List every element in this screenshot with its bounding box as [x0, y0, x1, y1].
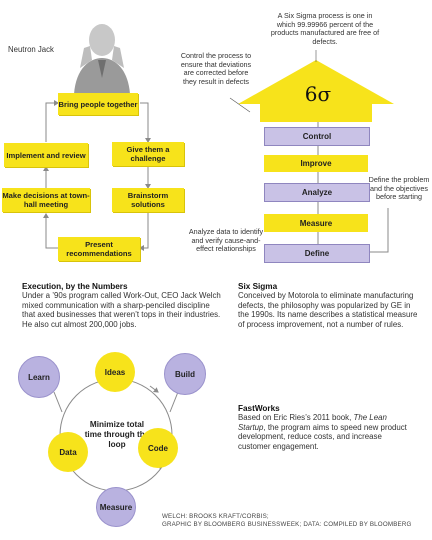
node-code: Code [138, 428, 178, 468]
note-control: Control the process to ensure that devia… [180, 51, 252, 86]
credit-photo: WELCH: BROOKS KRAFT/CORBIS; [162, 513, 269, 520]
ss-loop-right [368, 208, 389, 253]
six-sigma-symbol: 6σ [304, 82, 332, 106]
loop-arrow-bring-to-challenge [140, 102, 151, 143]
node-ideas: Ideas [95, 352, 135, 392]
step-measure: Measure [264, 214, 368, 232]
leader-control [229, 97, 251, 113]
step-define: Define [264, 244, 370, 263]
step-bring-people-together: Bring people together [58, 93, 138, 115]
step-improve: Improve [264, 155, 368, 172]
step-brainstorm-solutions: Brainstorm solutions [112, 188, 184, 212]
loop-arrow-present-to-decide [43, 213, 58, 249]
fastworks-body: Based on Eric Ries’s 2011 book, The Lean… [238, 413, 416, 451]
node-data: Data [48, 432, 88, 472]
loop-arrow-implement-to-bring [45, 100, 59, 142]
loop-arrow-brainstorm-to-present [139, 212, 149, 251]
execution-heading: Execution, by the Numbers [22, 282, 128, 291]
execution-block: Execution, by the Numbers Under a ’90s p… [22, 282, 222, 329]
step-give-them-a-challenge: Give them a challenge [112, 142, 184, 166]
fastworks-book-title: The Lean Startup [238, 413, 387, 432]
fastworks-center-label: Minimize total time through the loop [84, 420, 150, 449]
node-learn: Learn [18, 356, 60, 398]
note-analyze: Analyze data to identify and verify caus… [188, 227, 264, 254]
spoke-learn [53, 391, 63, 413]
sixsigma-heading: Six Sigma [238, 282, 278, 291]
fastworks-block: FastWorks Based on Eric Ries’s 2011 book… [238, 404, 416, 451]
note-six-sigma-definition: A Six Sigma process is one in which 99.9… [270, 11, 380, 46]
fastworks-arrow-1 [149, 385, 159, 393]
jack-welch-photo [70, 16, 134, 94]
execution-body: Under a ’90s program called Work-Out, CE… [22, 291, 221, 329]
credits: WELCH: BROOKS KRAFT/CORBIS; GRAPHIC BY B… [162, 513, 428, 528]
step-control: Control [264, 127, 370, 146]
node-build: Build [164, 353, 206, 395]
step-analyze: Analyze [264, 183, 370, 202]
sixsigma-body: Conceived by Motorola to eliminate manuf… [238, 291, 418, 329]
step-present-recommendations: Present recommendations [58, 237, 140, 261]
step-implement-and-review: Implement and review [4, 143, 88, 167]
fastworks-heading: FastWorks [238, 404, 280, 413]
node-measure: Measure [96, 487, 136, 527]
note-define: Define the problem and the objectives be… [368, 175, 430, 202]
six-sigma-arrow [238, 60, 394, 122]
credit-graphic: GRAPHIC BY BLOOMBERG BUSINESSWEEK; DATA:… [162, 520, 412, 528]
sixsigma-block: Six Sigma Conceived by Motorola to elimi… [238, 282, 420, 329]
step-make-decisions: Make decisions at town-hall meeting [2, 188, 90, 212]
fastworks-body-pre: Based on Eric Ries’s 2011 book, [238, 413, 354, 422]
fastworks-body-post: , the program aims to speed new product … [238, 422, 407, 451]
spoke-build [169, 391, 179, 413]
photo-label: Neutron Jack [8, 45, 54, 54]
